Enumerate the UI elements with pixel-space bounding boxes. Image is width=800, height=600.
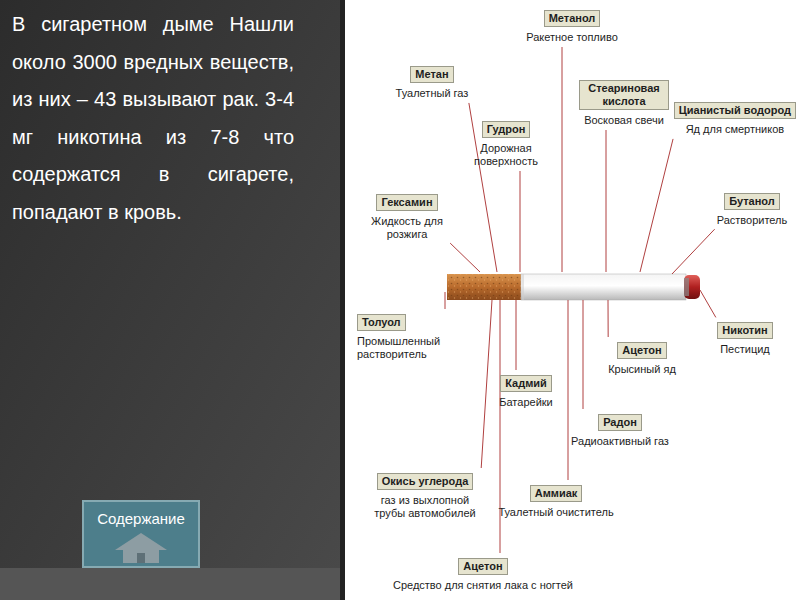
substance-label: АцетонКрысиный яд: [608, 340, 676, 376]
substance-label: РадонРадиоактивный газ: [571, 412, 669, 448]
substance-use: Туалетный газ: [396, 87, 469, 100]
leader-line: [520, 171, 521, 272]
leader-line: [450, 243, 480, 272]
substance-label: КадмийБатарейки: [499, 373, 552, 409]
cigarette: [447, 274, 700, 300]
substance-use: Радиоактивный газ: [571, 435, 669, 448]
substance-use: Восковая свечи: [579, 114, 669, 127]
substance-label: АммиакТуалетный очиститель: [498, 483, 613, 519]
substance-use: Ракетное топливо: [526, 31, 618, 44]
panel-edge: [340, 0, 345, 600]
leader-line: [481, 300, 492, 468]
intro-text: В сигаретном дыме Нашли около 3000 вредн…: [12, 6, 294, 231]
substance-label: Цианистый водород Яд для смертников: [674, 100, 796, 136]
substance-name: Ацетон: [393, 556, 573, 575]
leader-line: [583, 300, 584, 409]
leader-line: [640, 139, 673, 272]
substance-use: Пестицид: [717, 343, 772, 356]
substance-use: Растворитель: [717, 214, 788, 227]
substance-name: Бутанол: [717, 191, 788, 210]
substance-label: НикотинПестицид: [717, 320, 772, 356]
substance-label: ТолуолПромышленный растворитель: [357, 312, 449, 361]
substance-use: Яд для смертников: [674, 123, 796, 136]
substance-use: газ из выхлопной трубы автомобилей: [369, 494, 481, 520]
substance-name: Толуол: [357, 312, 449, 331]
substance-use: Дорожная поверхность: [466, 142, 546, 168]
substance-name: Стеариновая кислота: [579, 80, 669, 110]
substance-use: Крысиный яд: [608, 363, 676, 376]
substance-label: ГексаминЖидкость для розжига: [366, 192, 448, 241]
left-panel: [0, 0, 345, 600]
substance-label: БутанолРастворитель: [717, 191, 788, 227]
substance-name: Окись углерода: [369, 471, 481, 490]
substance-name: Аммиак: [498, 483, 613, 502]
substance-use: Туалетный очиститель: [498, 506, 613, 519]
substance-label: Окись углерода газ из выхлопной трубы авт…: [369, 471, 481, 520]
substance-label: ГудронДорожная поверхность: [466, 119, 546, 168]
leader-line: [608, 300, 609, 337]
substance-name: Ацетон: [608, 340, 676, 359]
leader-line: [516, 300, 517, 370]
leader-line: [672, 229, 715, 274]
substance-name: Метанол: [526, 8, 618, 27]
substance-name: Кадмий: [499, 373, 552, 392]
substance-label: МетанолРакетное топливо: [526, 8, 618, 44]
substance-label: АцетонСредство для снятия лака с ногтей: [393, 556, 573, 592]
leader-line: [700, 290, 716, 317]
substance-name: Цианистый водород: [674, 100, 796, 119]
bottom-band: [0, 568, 345, 600]
leader-line: [445, 292, 446, 309]
substance-name: Гексамин: [366, 192, 448, 211]
house-icon: [111, 530, 171, 564]
substance-use: Промышленный растворитель: [357, 335, 449, 361]
substance-name: Гудрон: [466, 119, 546, 138]
substance-use: Батарейки: [499, 396, 552, 409]
button-text: Содержание: [84, 510, 198, 528]
substance-use: Средство для снятия лака с ногтей: [393, 579, 573, 592]
substance-name: Никотин: [717, 320, 772, 339]
substance-use: Жидкость для розжига: [366, 215, 448, 241]
substance-name: Радон: [571, 412, 669, 431]
leader-line: [568, 300, 569, 480]
substance-name: Метан: [396, 64, 469, 83]
substance-label: МетанТуалетный газ: [396, 64, 469, 100]
leader-line: [562, 47, 563, 272]
menu-button: Содержание: [82, 500, 200, 568]
leader-line: [606, 130, 607, 272]
substance-label: Стеариновая кислотаВосковая свечи: [579, 80, 669, 127]
